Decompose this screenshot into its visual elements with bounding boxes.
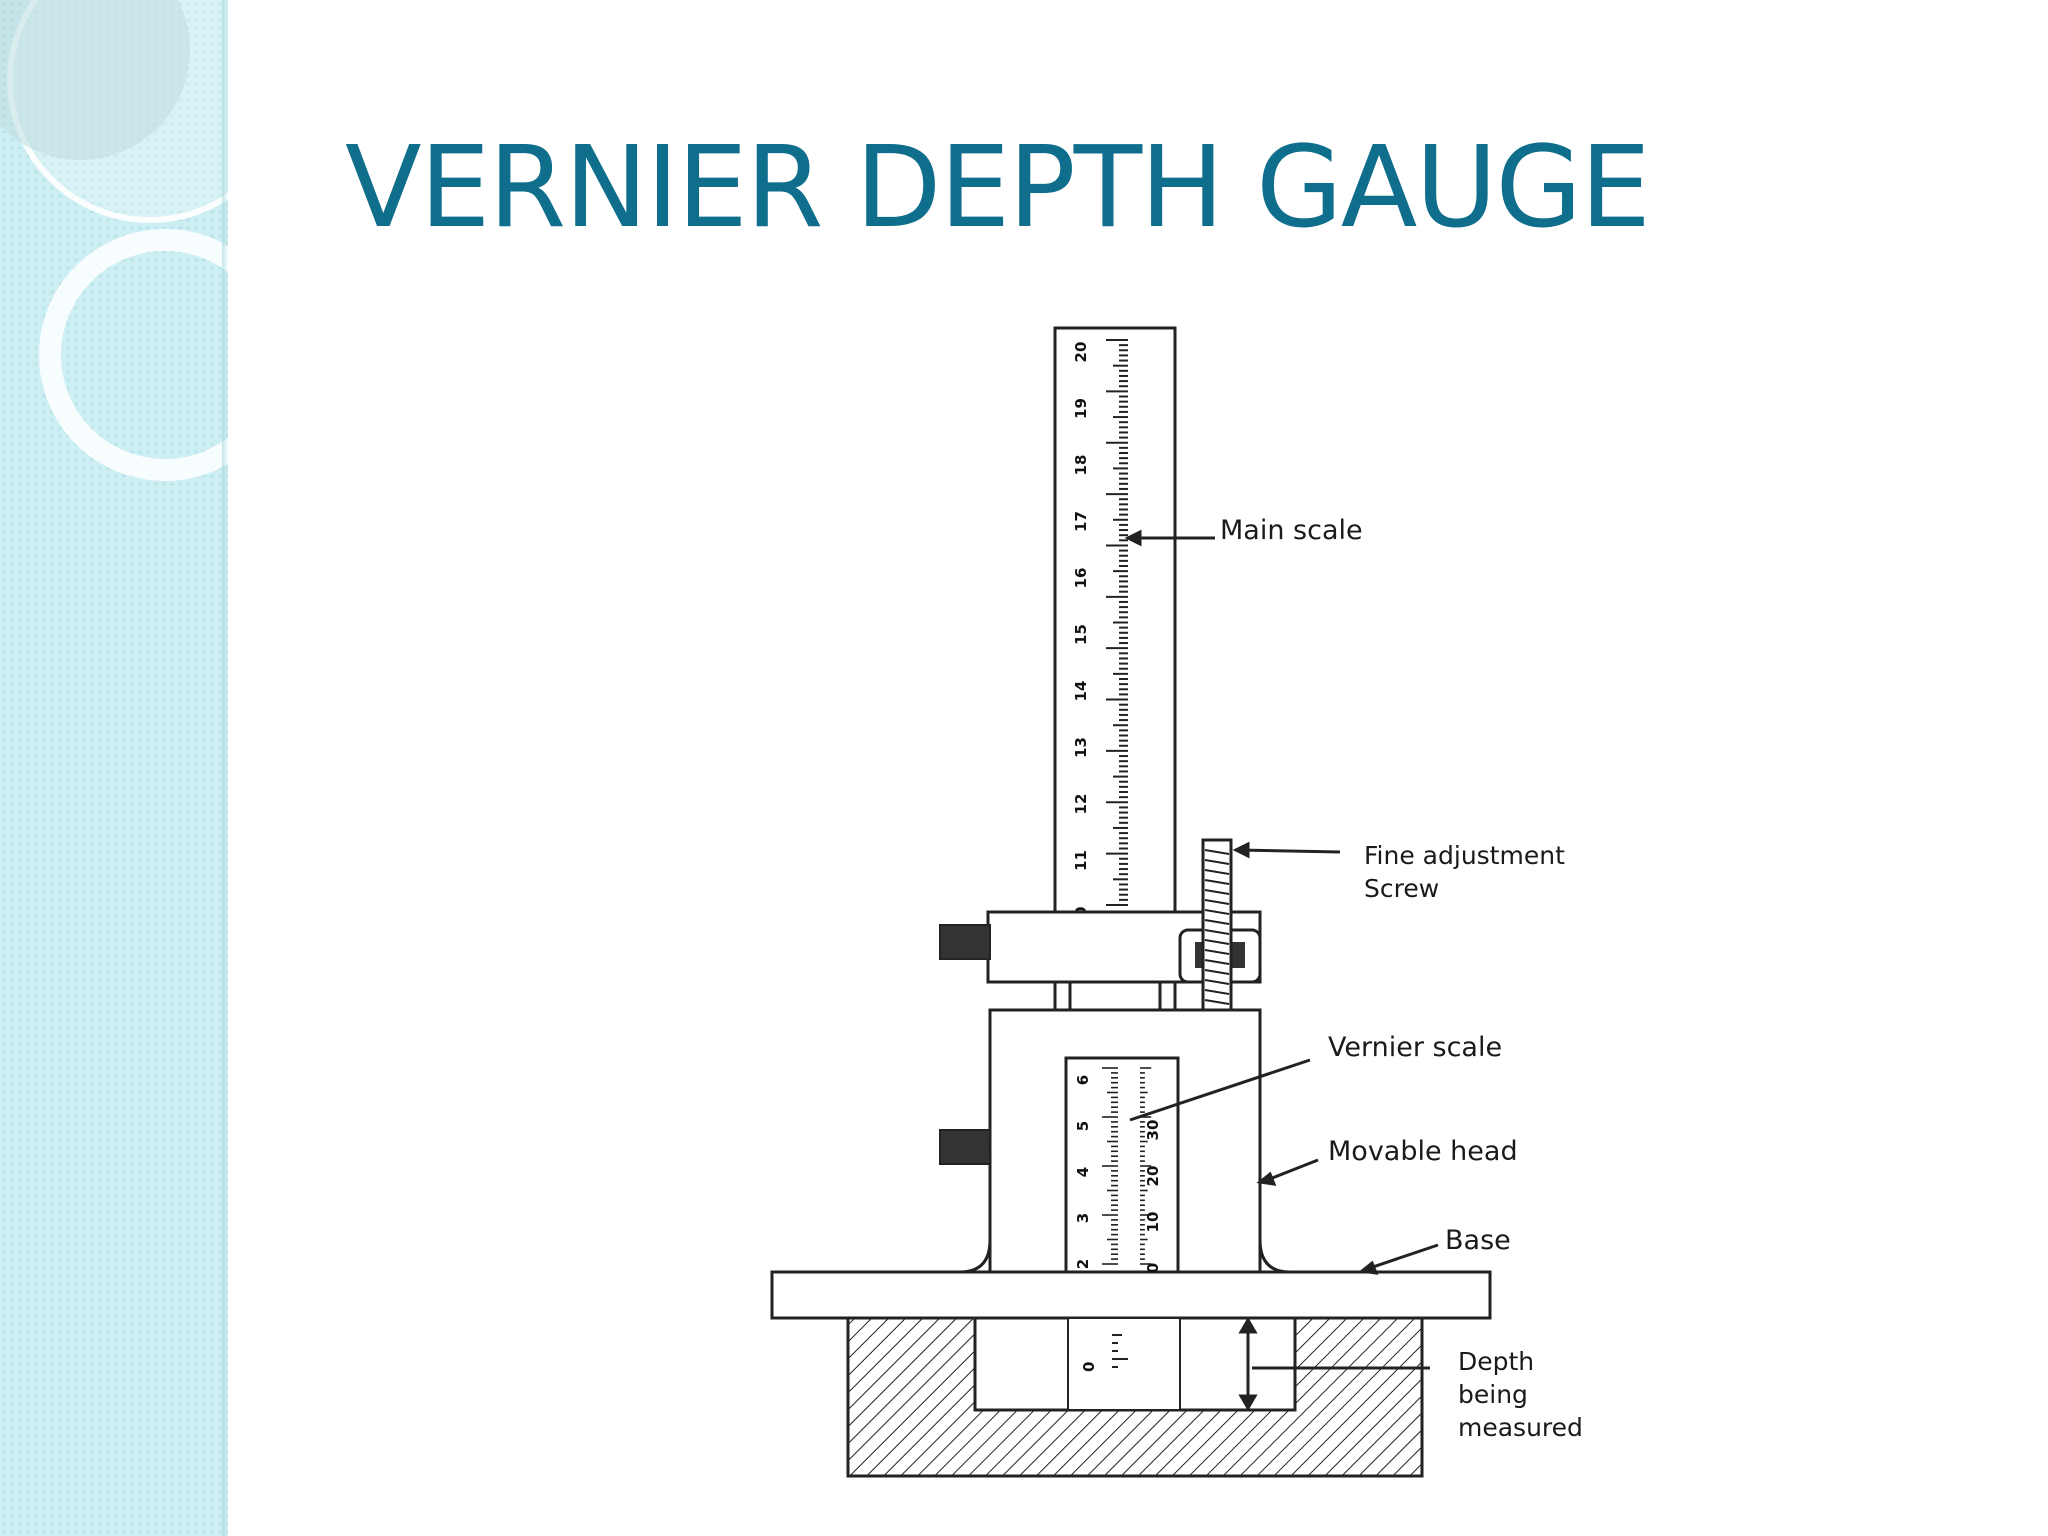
decorative-sidebar — [0, 0, 228, 1536]
label-vernier-scale: Vernier scale — [1328, 1032, 1502, 1063]
vernier-inner-number: 0 — [1144, 1263, 1162, 1273]
screw-thread — [1204, 909, 1230, 915]
screw-thread — [1204, 879, 1230, 885]
probe-zero-mark: 0 — [1080, 1362, 1098, 1372]
screw-thread — [1204, 979, 1230, 985]
vernier-ticks — [1102, 1067, 1152, 1265]
vernier-inner-number: 10 — [1144, 1212, 1162, 1233]
screw-thread — [1204, 959, 1230, 965]
label-fine-adjustment: Fine adjustment — [1364, 841, 1565, 870]
label-base: Base — [1445, 1225, 1511, 1256]
main-scale-number: 14 — [1072, 681, 1090, 702]
beam-probe — [1067, 1317, 1181, 1411]
depth-arrow — [1238, 1317, 1258, 1411]
main-scale-number: 17 — [1072, 511, 1090, 532]
deco-disc — [0, 0, 190, 160]
label-being: being — [1458, 1380, 1528, 1409]
main-scale-number: 18 — [1072, 455, 1090, 476]
screw-thread — [1204, 999, 1230, 1005]
upper-lock-knob — [939, 924, 991, 960]
label-main-scale: Main scale — [1220, 515, 1363, 546]
screw-thread — [1204, 929, 1230, 935]
main-scale-number: 19 — [1072, 398, 1090, 419]
screw-thread — [1204, 869, 1230, 875]
vernier-inner-numbers: 30 20 10 0 — [1144, 1120, 1162, 1274]
main-scale-number: 20 — [1072, 342, 1090, 363]
vernier-numbers: 6 5 4 3 2 — [1074, 1075, 1092, 1269]
deco-ring-small — [39, 229, 228, 481]
main-scale-ticks — [1106, 339, 1128, 906]
vernier-number: 3 — [1074, 1213, 1092, 1223]
screw-thread — [1204, 989, 1230, 995]
main-scale-number: 13 — [1072, 737, 1090, 758]
screw-thread — [1204, 969, 1230, 975]
label-depth: Depth — [1458, 1347, 1534, 1376]
sidebar-edge — [222, 0, 228, 1536]
fine-adjustment-screw — [1201, 838, 1233, 1012]
screw-thread — [1204, 949, 1230, 955]
screw-thread — [1204, 849, 1230, 855]
screw-thread — [1204, 899, 1230, 905]
main-scale-beam — [1053, 326, 1177, 1012]
leader-lines — [1124, 529, 1439, 1370]
vernier-inner-number: 20 — [1144, 1166, 1162, 1187]
label-movable-head: Movable head — [1328, 1136, 1518, 1167]
slide-title: VERNIER DEPTH GAUGE — [345, 123, 1651, 253]
vernier-number: 5 — [1074, 1121, 1092, 1131]
vernier-number: 4 — [1074, 1167, 1092, 1177]
main-scale-number: 15 — [1072, 624, 1090, 645]
vernier-window — [1064, 1056, 1180, 1274]
vernier-number: 6 — [1074, 1075, 1092, 1085]
vernier-inner-number: 30 — [1144, 1120, 1162, 1141]
gauge-base — [770, 1270, 1492, 1320]
probe-ticks — [1112, 1334, 1128, 1368]
main-scale-number: 12 — [1072, 794, 1090, 815]
lower-lock-knob — [939, 1129, 991, 1165]
screw-threads — [1204, 849, 1230, 1005]
main-scale-number: 11 — [1072, 850, 1090, 871]
decorative-circles — [0, 0, 228, 481]
vernier-number: 2 — [1074, 1259, 1092, 1269]
screw-thread — [1204, 939, 1230, 945]
screw-thread — [1204, 889, 1230, 895]
screw-thread — [1204, 919, 1230, 925]
screw-thread — [1204, 859, 1230, 865]
main-scale-number: 16 — [1072, 568, 1090, 589]
label-fine-adjustment-screw: Screw — [1364, 874, 1439, 903]
label-measured: measured — [1458, 1413, 1583, 1442]
